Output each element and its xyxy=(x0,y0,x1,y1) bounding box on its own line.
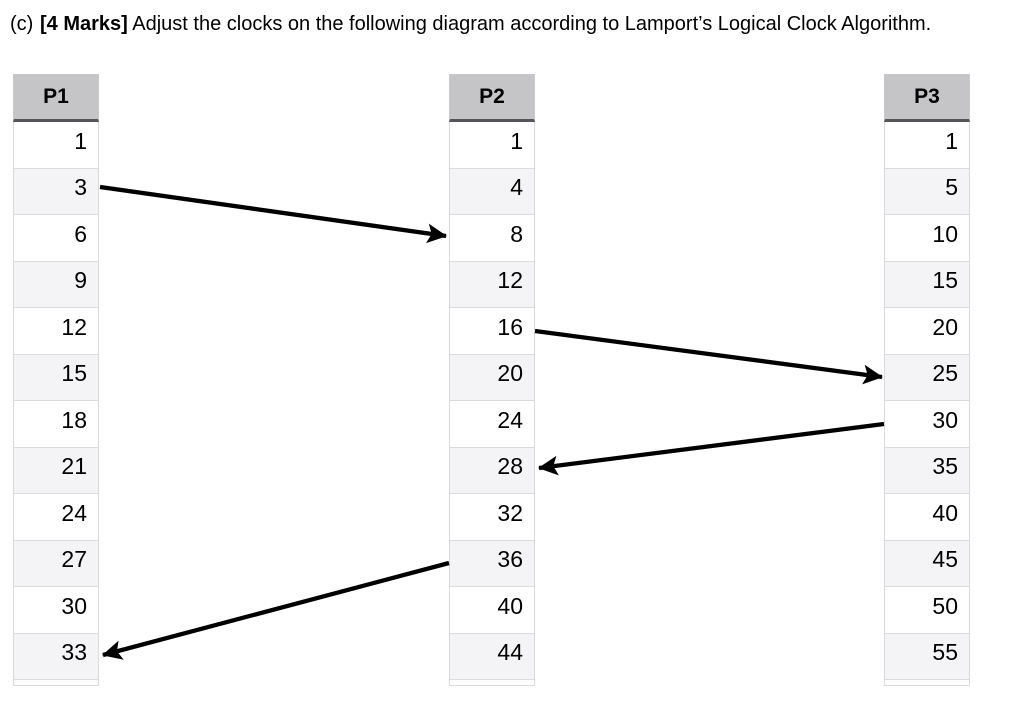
clock-cell-p1-24: 24 xyxy=(13,494,99,541)
clock-cell-p2-32: 32 xyxy=(449,494,535,541)
clock-cell-p1-33: 33 xyxy=(13,633,99,680)
partial-row-p2 xyxy=(449,680,535,686)
clock-cell-p2-16: 16 xyxy=(449,308,535,355)
clock-cell-p2-8: 8 xyxy=(449,215,535,262)
clock-cell-p1-21: 21 xyxy=(13,447,99,494)
clock-cell-p3-20: 20 xyxy=(884,308,970,355)
clock-cell-p1-27: 27 xyxy=(13,540,99,587)
question-prompt: Adjust the clocks on the following diagr… xyxy=(127,13,932,35)
clock-cell-p1-9: 9 xyxy=(13,261,99,308)
clock-cell-p3-25: 25 xyxy=(884,354,970,401)
partial-row-p3 xyxy=(884,680,970,686)
clock-cell-p3-40: 40 xyxy=(884,494,970,541)
clock-cell-p3-50: 50 xyxy=(884,587,970,634)
clock-cell-p3-1: 1 xyxy=(884,122,970,169)
clock-cell-p2-12: 12 xyxy=(449,261,535,308)
clock-cell-p3-35: 35 xyxy=(884,447,970,494)
clock-cell-p3-10: 10 xyxy=(884,215,970,262)
clock-cell-p2-1: 1 xyxy=(449,122,535,169)
message-arrow-p3-30-to-p2-28 xyxy=(538,421,885,476)
process-header-p1: P1 xyxy=(13,74,99,122)
clock-cell-p2-20: 20 xyxy=(449,354,535,401)
question-part-label: (c) xyxy=(10,13,34,35)
clock-cell-p1-30: 30 xyxy=(13,587,99,634)
clock-cell-p2-24: 24 xyxy=(449,401,535,448)
message-arrow-p2-36-to-p1-33 xyxy=(102,560,450,660)
clock-cell-p2-4: 4 xyxy=(449,168,535,215)
clock-cell-p1-6: 6 xyxy=(13,215,99,262)
clock-cell-p3-15: 15 xyxy=(884,261,970,308)
clock-cell-p2-36: 36 xyxy=(449,540,535,587)
message-arrow-p2-16-to-p3-25 xyxy=(534,328,883,385)
clock-cell-p1-15: 15 xyxy=(13,354,99,401)
question-text: (c) [4 Marks] Adjust the clocks on the f… xyxy=(10,11,972,37)
clock-cell-p1-18: 18 xyxy=(13,401,99,448)
question-body: [4 Marks] Adjust the clocks on the follo… xyxy=(40,11,972,37)
partial-row-p1 xyxy=(13,680,99,686)
clock-cell-p1-1: 1 xyxy=(13,122,99,169)
clock-cell-p3-55: 55 xyxy=(884,633,970,680)
clock-cell-p1-12: 12 xyxy=(13,308,99,355)
question-marks: [4 Marks] xyxy=(40,13,128,35)
message-arrow-p1-3-to-p2-8 xyxy=(99,184,447,244)
clock-cell-p2-44: 44 xyxy=(449,633,535,680)
clock-cell-p3-45: 45 xyxy=(884,540,970,587)
clock-cell-p3-5: 5 xyxy=(884,168,970,215)
process-header-p2: P2 xyxy=(449,74,535,122)
clock-cell-p1-3: 3 xyxy=(13,168,99,215)
clock-cell-p2-28: 28 xyxy=(449,447,535,494)
process-header-p3: P3 xyxy=(884,74,970,122)
clock-cell-p2-40: 40 xyxy=(449,587,535,634)
clock-cell-p3-30: 30 xyxy=(884,401,970,448)
